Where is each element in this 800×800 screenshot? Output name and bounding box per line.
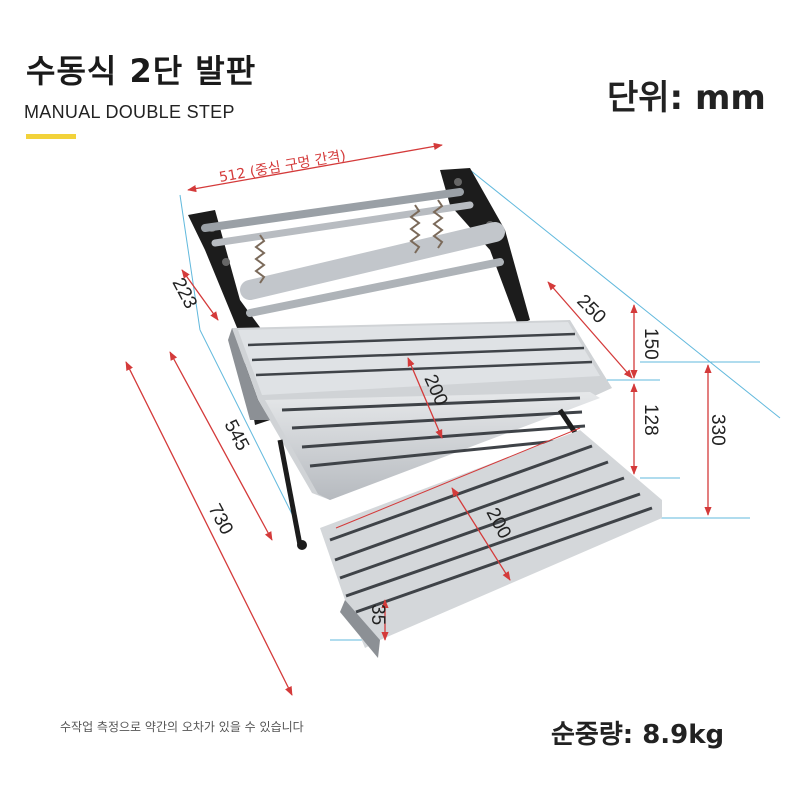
- dim-line-512: [187, 142, 443, 193]
- dimension-lines: [125, 142, 712, 696]
- dim-label-150: 150: [640, 328, 661, 360]
- dim-label-512: 512 (중심 구멍 간격): [218, 148, 347, 186]
- net-weight-label: 순중량: 8.9kg: [551, 720, 725, 750]
- dim-line-223: [181, 269, 219, 321]
- unit-label: 단위: mm: [607, 78, 766, 118]
- dim-line-730: [125, 361, 293, 696]
- measurement-note: 수작업 측정으로 약간의 오차가 있을 수 있습니다: [60, 720, 304, 734]
- dim-label-223: 223: [168, 274, 201, 312]
- dim-line-200-lower: [451, 487, 511, 581]
- cross-tubes: [201, 188, 505, 317]
- title-english: MANUAL DOUBLE STEP: [24, 102, 235, 122]
- dim-line-200-upper: [407, 357, 443, 439]
- title-korean: 수동식 2단 발판: [26, 52, 257, 90]
- dim-label-250: 250: [572, 291, 609, 328]
- dim-line-250: [547, 281, 633, 379]
- dim-label-330: 330: [707, 414, 728, 446]
- dim-label-128: 128: [640, 404, 661, 436]
- dim-label-35: 35: [367, 604, 388, 625]
- dim-label-545: 545: [220, 416, 253, 454]
- springs: [254, 199, 444, 284]
- title-accent-bar: [26, 134, 76, 139]
- dim-label-730: 730: [204, 500, 237, 538]
